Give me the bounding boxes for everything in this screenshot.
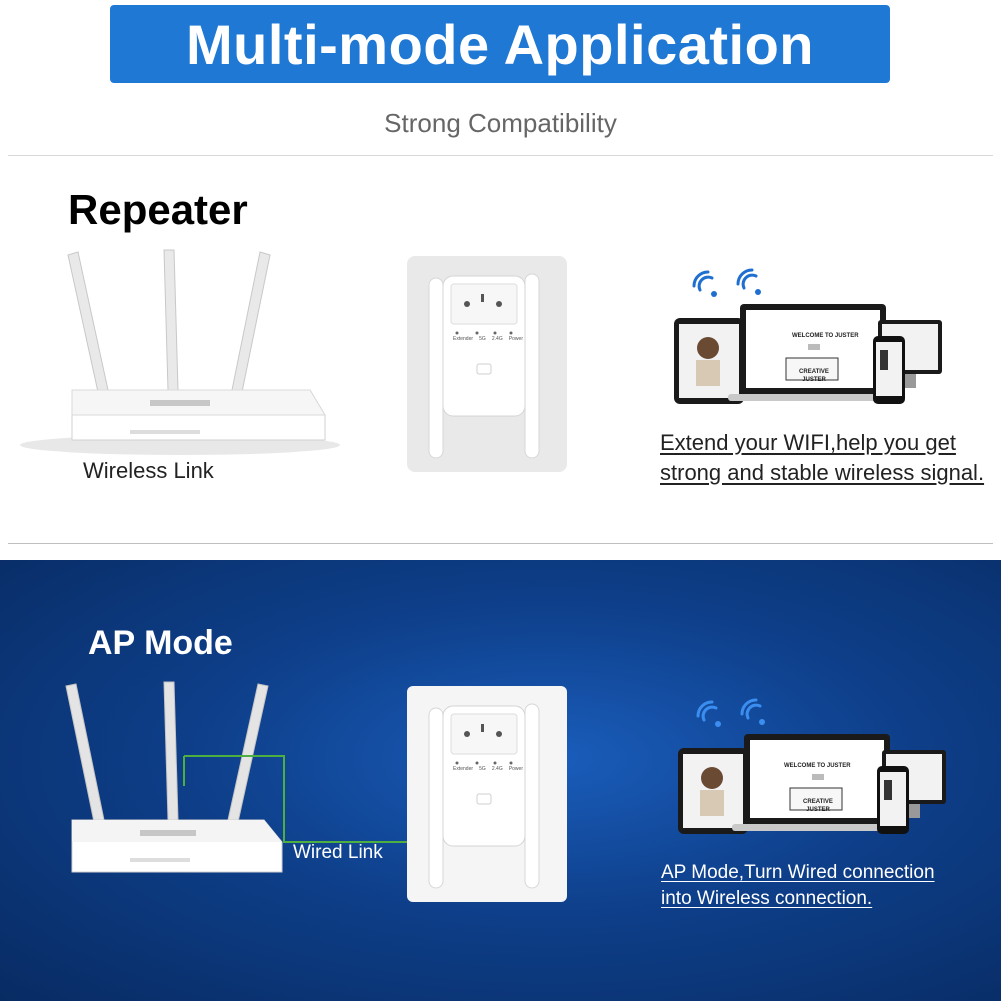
extender-label: 5G	[479, 336, 486, 342]
ap-mode-description: AP Mode,Turn Wired connection into Wirel…	[661, 860, 935, 912]
extender-port-labels: Extender 5G 2.4G Power	[453, 766, 523, 772]
page-title: Multi-mode Application	[186, 12, 814, 76]
wifi-icon	[696, 698, 765, 727]
repeater-heading: Repeater	[68, 186, 248, 233]
repeater-description-line2: strong and stable wireless signal.	[660, 460, 985, 485]
devices-image	[674, 304, 942, 404]
ap-mode-description-line2: into Wireless connection.	[661, 888, 873, 909]
extender-label: 2.4G	[491, 336, 503, 342]
section-divider	[8, 543, 993, 544]
screen-brand-text: CREATIVE JUSTER	[803, 799, 833, 813]
title-banner: Multi-mode Application	[110, 5, 890, 83]
wifi-icon	[692, 268, 761, 297]
extender-label: Extender	[453, 766, 474, 772]
extender-label: Extender	[453, 336, 474, 342]
repeater-description: Extend your WIFI,help you get strong and…	[660, 428, 984, 488]
screen-welcome-text: WELCOME TO JUSTER	[792, 333, 859, 339]
wired-link-caption: Wired Link	[293, 842, 383, 863]
extender-label: 5G	[479, 766, 486, 772]
extender-image	[428, 273, 540, 459]
screen-brand-text: CREATIVE JUSTER	[799, 369, 829, 383]
extender-port-labels: Extender 5G 2.4G Power	[453, 336, 523, 342]
router-image	[65, 681, 283, 873]
repeater-description-line1: Extend your WIFI,help you get	[660, 430, 956, 455]
wireless-link-caption: Wireless Link	[83, 458, 214, 483]
top-divider	[8, 155, 993, 156]
ap-mode-heading: AP Mode	[88, 624, 233, 662]
router-image	[20, 249, 340, 455]
extender-label: 2.4G	[491, 766, 503, 772]
extender-label: Power	[508, 766, 523, 772]
devices-image	[678, 734, 946, 834]
extender-label: Power	[508, 336, 523, 342]
extender-image	[428, 703, 540, 889]
page-subtitle: Strong Compatibility	[384, 108, 617, 138]
ap-mode-description-line1: AP Mode,Turn Wired connection	[661, 862, 935, 883]
screen-welcome-text: WELCOME TO JUSTER	[784, 763, 851, 769]
